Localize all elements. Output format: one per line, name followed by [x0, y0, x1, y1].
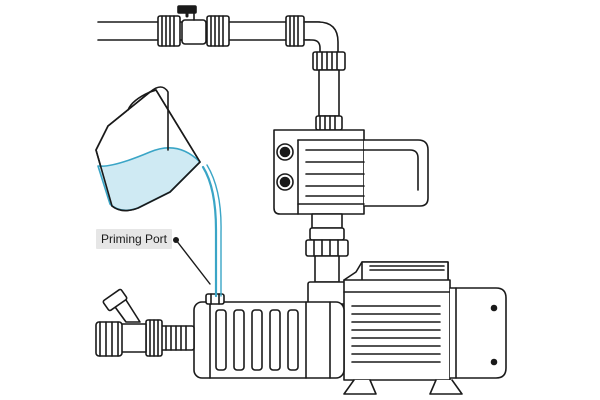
pump-icon — [193, 293, 345, 379]
valve-icon — [177, 5, 207, 45]
strainer-icon — [95, 288, 195, 357]
jug-icon — [95, 86, 201, 212]
callout-leader — [173, 237, 211, 285]
riser-pipe — [312, 51, 346, 131]
priming-port-label: Priming Port — [96, 229, 172, 249]
supply-pipe — [97, 15, 339, 57]
connector-pipe — [305, 227, 349, 305]
water-stream — [201, 165, 218, 298]
pressure-switch-icon — [273, 129, 429, 229]
motor-icon — [343, 261, 507, 395]
